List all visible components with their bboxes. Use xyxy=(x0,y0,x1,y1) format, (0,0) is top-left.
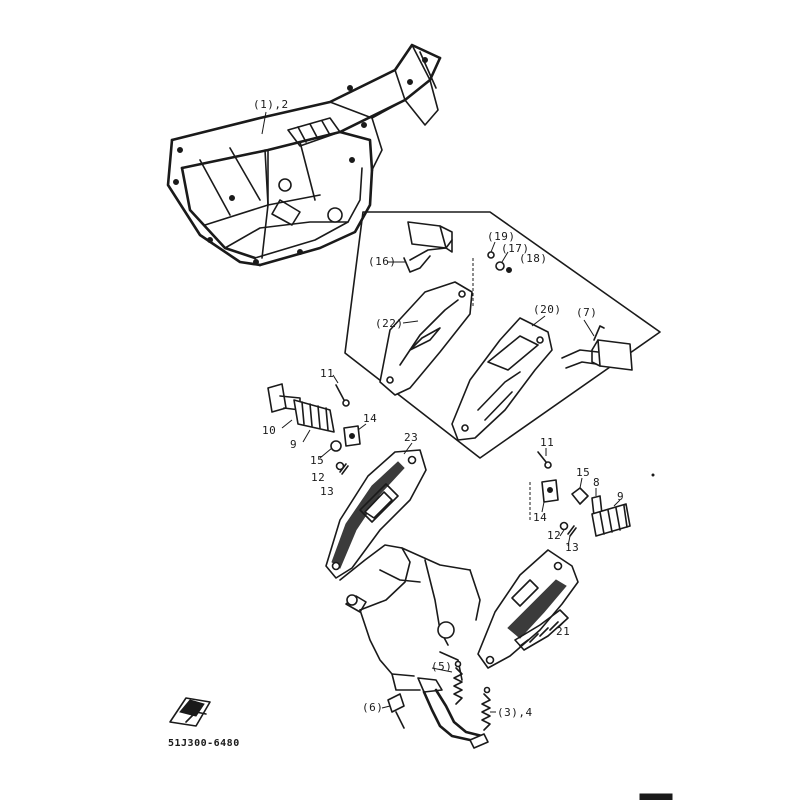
callout-left-rubber: 9 xyxy=(290,438,298,451)
callout-rear-peg-alt-right: (7) xyxy=(576,306,598,319)
callout-left-cotter: 13 xyxy=(320,485,335,498)
left-bracket-drawing xyxy=(325,449,427,579)
callout-bracket-left: 23 xyxy=(404,431,419,444)
callout-rear-peg-alt-left: (16) xyxy=(368,255,397,268)
right-footrest-drawing xyxy=(529,451,631,537)
callout-left-washer: 15 xyxy=(310,454,325,467)
sidestand-bolt-drawing xyxy=(387,693,405,729)
callout-right-holder: 14 xyxy=(533,511,548,524)
speck-mark xyxy=(651,473,655,477)
page-edge-marker xyxy=(639,793,673,800)
inset-peg-right xyxy=(561,325,633,371)
left-footrest-drawing xyxy=(267,383,361,475)
callout-left-holder: 14 xyxy=(363,412,378,425)
right-bracket-drawing xyxy=(477,549,579,669)
callout-bracket-alt-right: (20) xyxy=(533,303,562,316)
inset-peg-left xyxy=(403,221,453,273)
callout-sidestand: (3),4 xyxy=(497,706,533,719)
springs-drawing xyxy=(453,660,491,731)
callout-bracket-alt-left: (22) xyxy=(375,317,404,330)
inset-box xyxy=(344,211,661,459)
callout-left-peg-shaft: 10 xyxy=(262,424,277,437)
sidestand-drawing xyxy=(417,677,489,749)
callout-right-cotter: 13 xyxy=(565,541,580,554)
callout-right-rubber: 9 xyxy=(617,490,625,503)
callout-bracket-right: 21 xyxy=(556,625,571,638)
lower-frame-drawing xyxy=(339,544,481,691)
callout-right-clip: 12 xyxy=(547,529,562,542)
inset-bracket-right xyxy=(451,317,553,441)
frame-leader xyxy=(261,111,267,135)
orientation-icon xyxy=(169,697,211,727)
callout-right-pin: 11 xyxy=(540,436,555,449)
figure-code: 51J300-6480 xyxy=(168,738,240,749)
frame-drawing xyxy=(166,43,442,267)
callout-right-shaft: 8 xyxy=(593,476,601,489)
callout-nut-alt: (17) xyxy=(501,242,530,255)
callout-left-pin: 11 xyxy=(320,367,335,380)
callout-right-washer: 15 xyxy=(576,466,591,479)
callout-left-clip: 12 xyxy=(311,471,326,484)
inset-small-parts xyxy=(472,251,512,306)
callout-frame: (1),2 xyxy=(253,98,289,111)
callout-sidestand-bolt: (6) xyxy=(362,701,384,714)
callout-washer-alt: (19) xyxy=(487,230,516,243)
inset-bracket-left xyxy=(379,281,473,396)
callout-pin-alt: (18) xyxy=(519,252,548,265)
callout-spring-alt: (5) xyxy=(431,660,453,673)
